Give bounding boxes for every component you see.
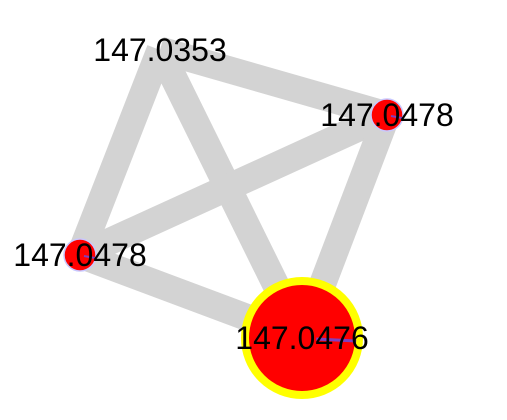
edge-n1-n2: [156, 37, 391, 128]
node-label-n1: 147.0353: [93, 32, 226, 68]
node-n2[interactable]: [370, 98, 404, 132]
node-label-n2: 147.0478: [320, 97, 453, 133]
node-label-n3: 147.0478: [13, 237, 146, 273]
node-accent-mark: [83, 255, 96, 259]
node-n3[interactable]: [63, 238, 97, 272]
node-layer: [63, 98, 404, 399]
edge-n3-n2: [74, 102, 393, 268]
node-accent-mark: [316, 337, 357, 343]
node-accent-mark: [390, 115, 403, 119]
node-label-n4: 147.0476: [235, 320, 368, 356]
node-n4[interactable]: [241, 277, 363, 399]
edge-n1-n3: [67, 45, 173, 260]
label-layer: 147.0353 147.0478 147.0478 147.0476: [13, 32, 453, 356]
edge-layer: [67, 37, 400, 351]
